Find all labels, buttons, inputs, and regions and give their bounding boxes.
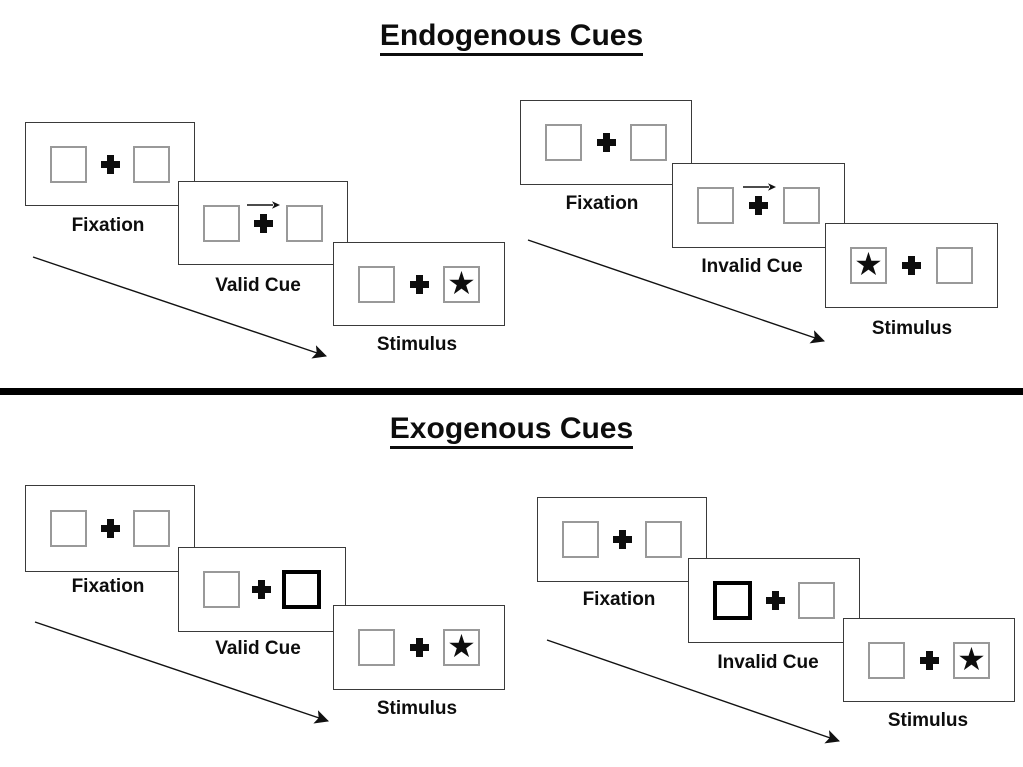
panel-label: Fixation — [71, 576, 145, 597]
star-icon: ★ — [957, 640, 986, 677]
left-box — [50, 145, 87, 183]
panel-label: Invalid Cue — [701, 256, 803, 277]
plus-icon — [596, 133, 616, 152]
plus-icon — [409, 638, 429, 657]
right-box: ★ — [443, 629, 480, 666]
exogenous-invalid-fixation-panel — [537, 497, 707, 582]
right-arrow-cue-icon — [742, 183, 776, 191]
panel-label: Valid Cue — [215, 638, 301, 659]
center-cell — [241, 548, 281, 631]
right-box — [798, 582, 835, 619]
section-divider — [0, 388, 1023, 395]
center-cell — [909, 619, 949, 701]
bold-cue-box — [282, 570, 321, 609]
left-box — [203, 204, 240, 242]
right-box — [645, 521, 682, 558]
center-cell — [892, 224, 932, 307]
exogenous-invalid-stimulus-panel: ★ — [843, 618, 1015, 702]
panel-label: Fixation — [582, 589, 656, 610]
plus-icon — [902, 256, 921, 275]
plus-icon — [919, 650, 939, 670]
center-cell — [755, 559, 795, 642]
plus-icon — [409, 274, 429, 294]
panel-label: Stimulus — [871, 318, 953, 339]
center-cell — [399, 243, 439, 325]
exogenous-valid-cue-panel — [178, 547, 346, 632]
endogenous-invalid-stimulus-panel: ★ — [825, 223, 998, 308]
plus-icon — [253, 213, 273, 233]
timeline-arrow — [34, 621, 329, 724]
center-cell — [602, 498, 642, 581]
panel-label: Valid Cue — [215, 275, 301, 296]
panel-label: Stimulus — [376, 334, 458, 355]
plus-icon — [100, 519, 120, 538]
exogenous-invalid-cue-panel — [688, 558, 860, 643]
star-icon: ★ — [447, 628, 476, 664]
right-box — [133, 145, 170, 183]
center-cell — [586, 101, 626, 184]
timeline-arrow — [32, 256, 327, 359]
exogenous-section-title-wrap: Exogenous Cues — [0, 412, 1023, 449]
right-box: ★ — [953, 640, 990, 679]
endogenous-section-title-wrap: Endogenous Cues — [0, 19, 1023, 56]
center-cell — [90, 486, 130, 571]
center-cell — [90, 123, 130, 205]
exogenous-section-title: Exogenous Cues — [389, 412, 634, 449]
panel-label: Fixation — [565, 193, 639, 214]
left-box — [358, 265, 395, 303]
right-box — [133, 510, 170, 547]
right-arrow-cue-icon — [247, 201, 280, 209]
right-box: ★ — [443, 264, 480, 303]
right-box — [630, 124, 667, 161]
endogenous-valid-cue-panel — [178, 181, 348, 265]
left-box — [545, 124, 582, 161]
plus-icon — [612, 530, 632, 549]
endogenous-valid-stimulus-panel: ★ — [333, 242, 505, 326]
endogenous-invalid-fixation-panel — [520, 100, 692, 185]
left-box — [562, 521, 599, 558]
right-box — [783, 187, 820, 224]
center-cell — [243, 182, 283, 264]
panel-label: Invalid Cue — [717, 652, 819, 673]
plus-icon — [251, 580, 271, 599]
panel-label: Stimulus — [887, 710, 969, 731]
panel-label: Stimulus — [376, 698, 458, 719]
center-cell — [399, 606, 439, 689]
left-box — [697, 187, 734, 224]
right-box — [286, 204, 323, 242]
panel-label: Fixation — [71, 215, 145, 236]
endogenous-invalid-cue-panel — [672, 163, 845, 248]
left-box — [358, 629, 395, 666]
left-box — [50, 510, 87, 547]
exogenous-valid-fixation-panel — [25, 485, 195, 572]
plus-icon — [765, 591, 785, 610]
left-box: ★ — [850, 247, 887, 284]
endogenous-section-title: Endogenous Cues — [379, 19, 644, 56]
plus-icon — [749, 196, 768, 215]
left-box — [203, 571, 240, 608]
bold-cue-box — [713, 581, 752, 620]
exogenous-valid-stimulus-panel: ★ — [333, 605, 505, 690]
endogenous-valid-fixation-panel — [25, 122, 195, 206]
star-icon: ★ — [854, 246, 883, 282]
left-box — [868, 641, 905, 679]
plus-icon — [100, 154, 120, 174]
right-box — [936, 247, 973, 284]
center-cell — [739, 164, 779, 247]
star-icon: ★ — [447, 264, 476, 301]
